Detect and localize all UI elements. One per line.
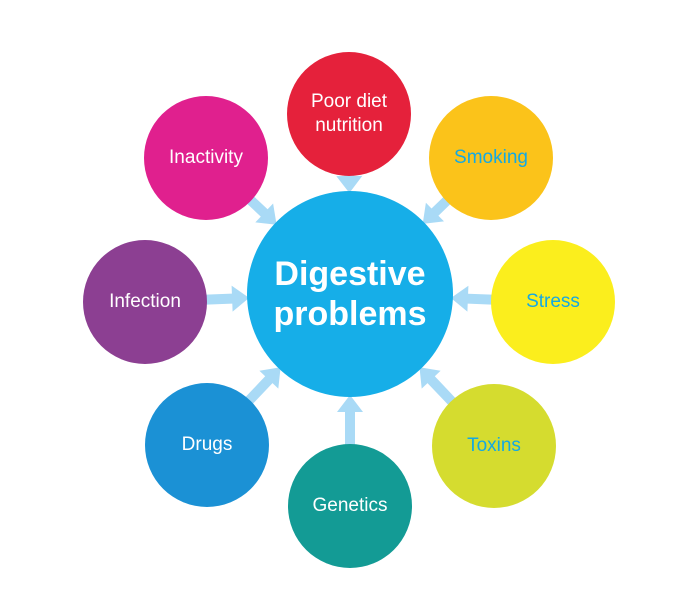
- factor-label: Stress: [526, 291, 580, 313]
- factor-toxins-circle: Toxins: [432, 384, 556, 508]
- factor-stress-circle: Stress: [491, 240, 615, 364]
- arrow-2: [450, 285, 496, 312]
- arrow-0: [336, 172, 363, 193]
- factor-label: Inactivity: [169, 147, 243, 169]
- factor-label: Drugs: [181, 434, 233, 456]
- arrow-5: [243, 367, 281, 407]
- arrow-7: [244, 194, 277, 225]
- factor-label: Toxins: [467, 435, 521, 457]
- factor-label: Genetics: [312, 495, 388, 517]
- arrow-6: [202, 285, 250, 312]
- factor-drugs-circle: Drugs: [145, 383, 269, 507]
- center-label: Digestive problems: [273, 254, 427, 333]
- arrow-1: [422, 194, 453, 224]
- center-circle: Digestive problems: [247, 191, 453, 397]
- factor-label: Smoking: [454, 147, 528, 169]
- factor-smoking-circle: Smoking: [429, 96, 553, 220]
- factor-label: Poor diet nutrition: [310, 91, 388, 136]
- factor-label: Infection: [109, 291, 181, 313]
- arrow-4: [337, 395, 363, 448]
- factor-poor-diet-circle: Poor diet nutrition: [287, 52, 411, 176]
- arrow-3: [419, 367, 458, 408]
- factor-genetics-circle: Genetics: [288, 444, 412, 568]
- factor-infection-circle: Infection: [83, 240, 207, 364]
- factor-inactivity-circle: Inactivity: [144, 96, 268, 220]
